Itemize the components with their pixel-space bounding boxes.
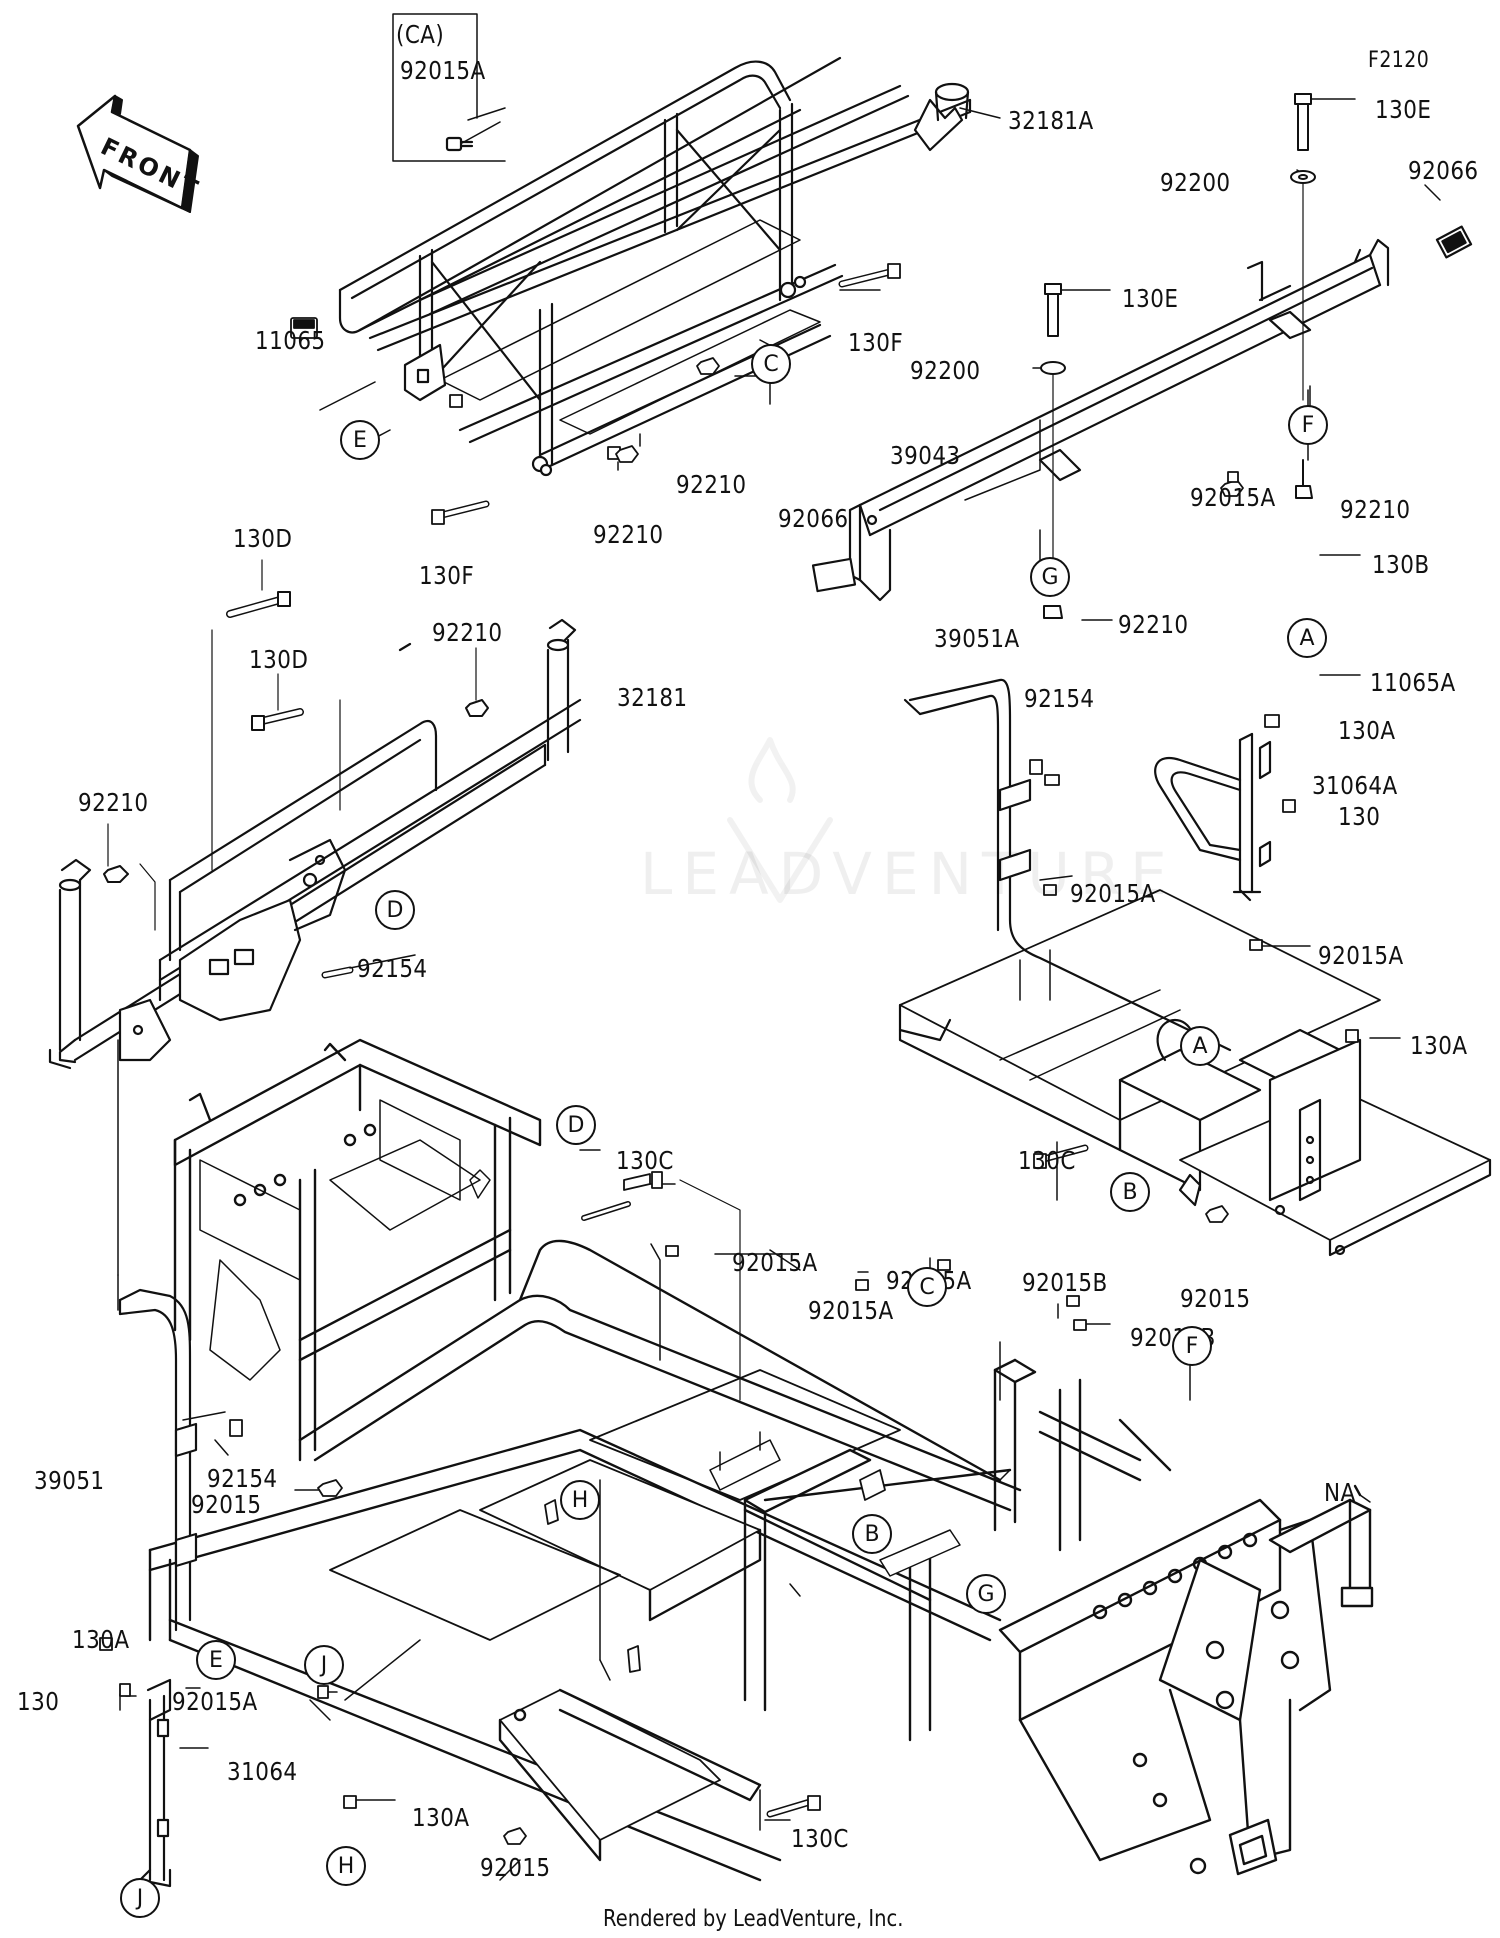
part-label-130-31064A: 130 — [1338, 802, 1381, 831]
part-label-92015A-39043: 92015A — [1190, 483, 1276, 512]
part-label-92015A-39051A: 92015A — [1070, 879, 1156, 908]
part-label-92066-right: 92066 — [1408, 156, 1479, 185]
reference-letter-A-top: A — [1287, 618, 1327, 658]
part-label-92154-mid: 92154 — [357, 954, 428, 983]
reference-letter-A-mid: A — [1180, 1026, 1220, 1066]
part-label-130C-bottom: 130C — [791, 1824, 849, 1853]
part-label-92015A-frame3: 92015A — [808, 1296, 894, 1325]
reference-letter-B-mid: B — [1110, 1172, 1150, 1212]
part-label-NA: NA — [1324, 1478, 1356, 1507]
part-label-92015A-frame1: 92015A — [732, 1248, 818, 1277]
part-label-92015A-right: 92015A — [1318, 941, 1404, 970]
part-label-130E-top: 130E — [1375, 95, 1432, 124]
nut-92210-cross — [465, 647, 489, 717]
part-label-39051: 39051 — [34, 1466, 105, 1495]
watermark: LEADVENTURE — [640, 840, 1177, 908]
reference-letter-G-frame: G — [966, 1574, 1006, 1614]
part-label-92210-left: 92210 — [78, 788, 149, 817]
fasteners — [99, 263, 1359, 1845]
reference-letter-G-top: G — [1030, 557, 1070, 597]
part-label-130E-mid: 130E — [1122, 284, 1179, 313]
leader-lines-lower — [109, 875, 1401, 1881]
bolt-130E-top — [1290, 93, 1316, 499]
reference-letter-C-top: C — [751, 344, 791, 384]
reference-letter-J-lower: J — [120, 1878, 160, 1918]
reference-letter-B-frame: B — [852, 1514, 892, 1554]
part-label-92210-c: 92210 — [676, 470, 747, 499]
reference-letter-D-left: D — [375, 890, 415, 930]
reference-letter-E-bottom: E — [196, 1640, 236, 1680]
part-label-92015A-bottom: 92015A — [172, 1687, 258, 1716]
figure-code: F2120 — [1368, 48, 1430, 73]
bracket-31064 — [138, 1678, 172, 1888]
part-label-92015: 92015 — [1180, 1284, 1251, 1313]
ca-group-box — [392, 13, 506, 162]
part-label-92210-left-top: 92210 — [593, 520, 664, 549]
part-label-92015B-top: 92015B — [1022, 1268, 1108, 1297]
cargo-rack-32181A — [338, 56, 972, 477]
part-label-92210-G: 92210 — [1118, 610, 1189, 639]
part-label-39043: 39043 — [890, 441, 961, 470]
part-label-92066-left: 92066 — [778, 504, 849, 533]
part-label-130F-right: 130F — [848, 328, 904, 357]
reference-letter-H-bottom: H — [326, 1846, 366, 1886]
part-label-130C-top: 130C — [616, 1146, 674, 1175]
side-frame-39051A — [898, 678, 1492, 1257]
part-label-92015-left: 92015 — [191, 1490, 262, 1519]
reference-letter-F-mid: F — [1172, 1326, 1212, 1366]
part-label-32181A: 32181A — [1008, 106, 1094, 135]
reference-letter-D-mid: D — [556, 1105, 596, 1145]
ca-group-label: (CA) — [396, 20, 445, 49]
part-label-31064: 31064 — [227, 1757, 298, 1786]
part-label-130-left: 130 — [17, 1687, 60, 1716]
crossbar-39043 — [811, 225, 1473, 602]
front-arrow-icon: FRONT — [76, 94, 205, 213]
part-label-92210-cross: 92210 — [432, 618, 503, 647]
footer-credit: Rendered by LeadVenture, Inc. — [603, 1906, 904, 1932]
part-label-130C-right: 130C — [1018, 1146, 1076, 1175]
part-label-39051A: 39051A — [934, 624, 1020, 653]
part-label-92200-top: 92200 — [1160, 168, 1231, 197]
reference-letter-J-upper: J — [304, 1645, 344, 1685]
part-label-130A-right: 130A — [1410, 1031, 1468, 1060]
part-label-92210-F: 92210 — [1340, 495, 1411, 524]
bolt-130D-top — [211, 559, 291, 871]
part-label-92200-mid: 92200 — [910, 356, 981, 385]
part-label-11065A: 11065A — [1370, 668, 1456, 697]
reference-letter-C-mid: C — [907, 1267, 947, 1307]
part-label-130D-mid: 130D — [249, 645, 309, 674]
rops-crossmember-32181 — [48, 618, 582, 1070]
part-label-130F-left: 130F — [419, 561, 475, 590]
part-label-32181: 32181 — [617, 683, 688, 712]
side-frame-39051 — [118, 1288, 198, 1632]
part-label-92015A-ca: 92015A — [400, 56, 486, 85]
watermark-logo-icon — [727, 737, 833, 903]
part-label-92154-bottom: 92154 — [207, 1464, 278, 1493]
part-label-92015-bottom: 92015 — [480, 1853, 551, 1882]
bolt-92154-mid — [321, 954, 416, 979]
part-label-130A-bottom: 130A — [412, 1803, 470, 1832]
reference-letter-H-mid: H — [560, 1480, 600, 1520]
part-label-92154-top: 92154 — [1024, 684, 1095, 713]
bolt-130E-mid — [1040, 283, 1066, 619]
part-label-130A-31064A: 130A — [1338, 716, 1396, 745]
part-label-130D-top: 130D — [233, 524, 293, 553]
part-label-31064A: 31064A — [1312, 771, 1398, 800]
part-label-11065-top: 11065 — [255, 326, 326, 355]
main-frame — [148, 1038, 1374, 1882]
nut-92210-left — [103, 823, 156, 931]
bolt-130D-mid — [251, 673, 341, 811]
bracket-31064A — [1154, 732, 1272, 902]
reference-letter-E-top: E — [340, 420, 380, 460]
reference-letter-F-top: F — [1288, 405, 1328, 445]
part-label-130A-left: 130A — [72, 1625, 130, 1654]
part-label-130B: 130B — [1372, 550, 1430, 579]
